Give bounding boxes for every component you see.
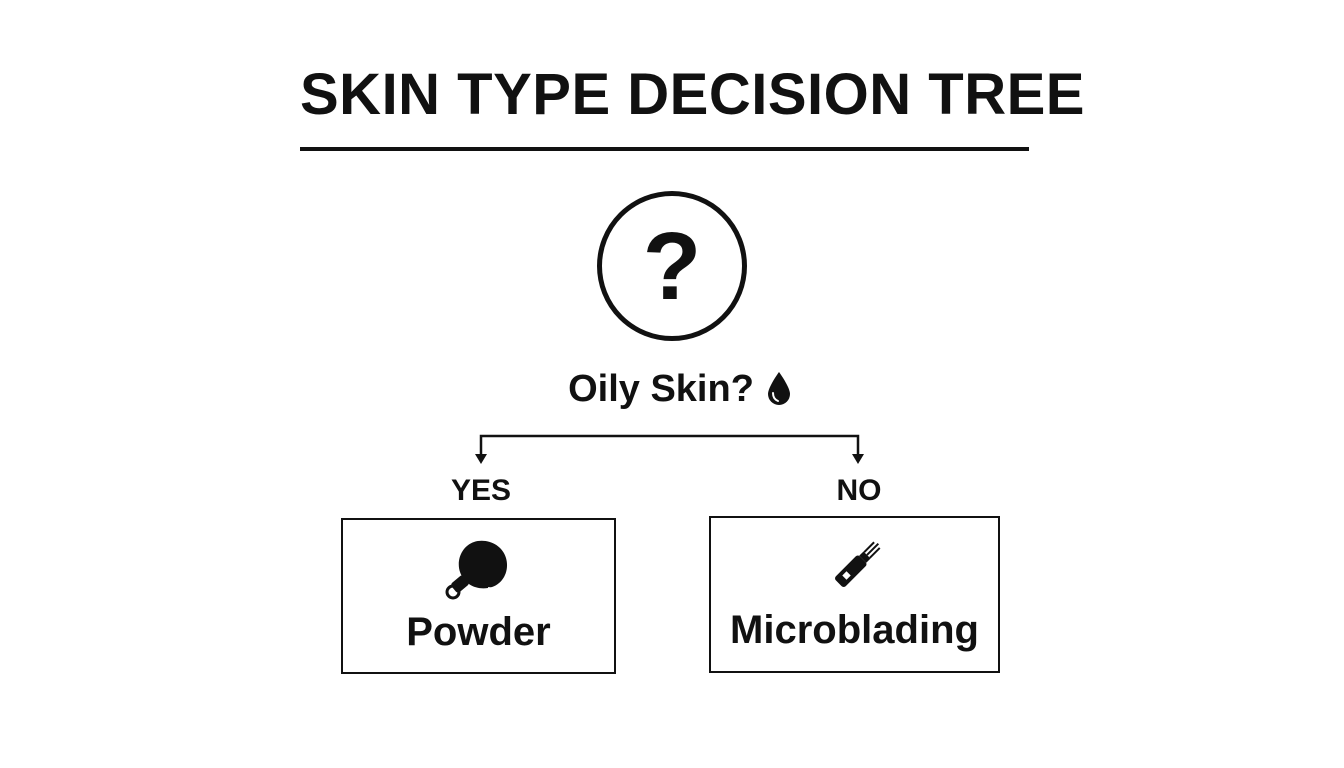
arrowhead-yes [475,454,487,464]
microblading-pen-icon [834,541,880,587]
decision-node: Oily Skin? [540,364,820,414]
diagram-title: SKIN TYPE DECISION TREE [300,62,1085,127]
decision-question: Oily Skin? [568,367,754,410]
result-label-microblading: Microblading [730,608,979,652]
branch-label-no: NO [836,474,882,507]
powder-puff-icon [445,540,509,600]
result-box-powder: Powder [341,518,616,674]
title-underline [300,147,1029,151]
droplet-icon [767,372,790,405]
branch-label-yes: YES [450,474,512,507]
result-label-powder: Powder [406,610,551,654]
question-mark-glyph: ? [642,213,702,320]
connector-horizontal [479,434,860,458]
arrowhead-no [852,454,864,464]
question-mark-icon: ? [597,191,747,341]
result-box-microblading: Microblading [709,516,1000,673]
